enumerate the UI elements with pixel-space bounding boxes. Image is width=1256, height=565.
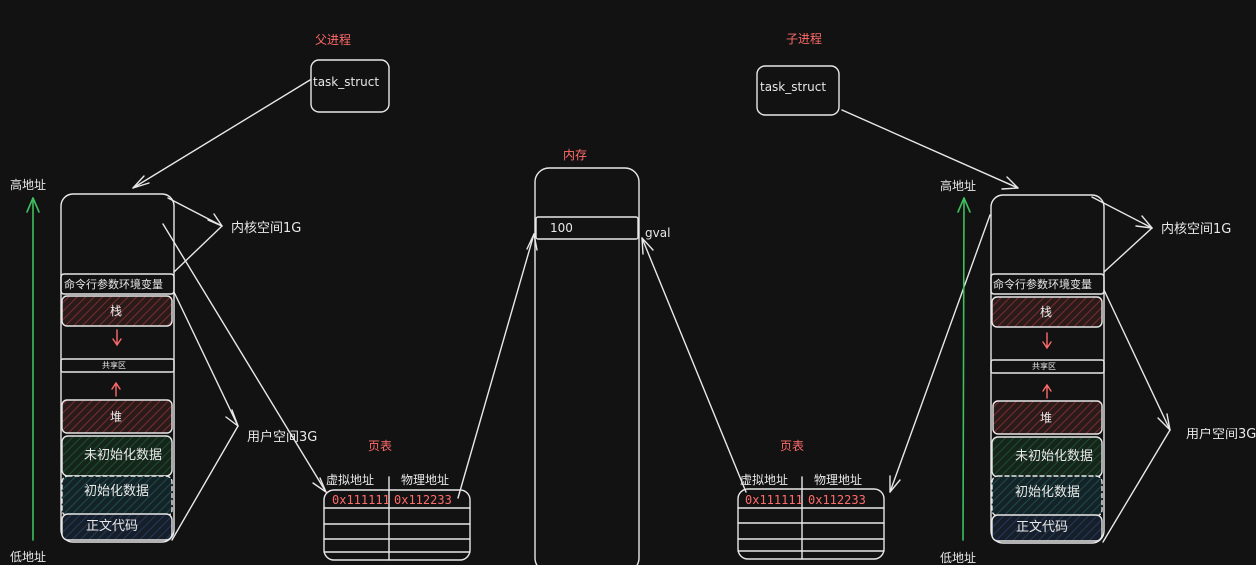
parent-process-title: 父进程 xyxy=(315,33,352,47)
child-heap-segment xyxy=(992,400,1103,435)
child-address-direction-arrow xyxy=(962,197,965,541)
arrow-task-to-child-space xyxy=(841,109,1019,189)
arrow-parent-to-pagetable xyxy=(162,223,327,493)
memory-group xyxy=(534,167,640,565)
parent-virtual-address: 0x111111 xyxy=(332,493,390,507)
arrow-parent-kernel xyxy=(167,197,223,227)
arrow-parent-pagetable-to-memory xyxy=(457,233,535,499)
parent-task-struct-box xyxy=(310,59,390,113)
parent-shared-segment xyxy=(60,358,175,373)
child-bss-label: 未初始化数据 xyxy=(1015,449,1094,464)
parent-env-label: 命令行参数环境变量 xyxy=(64,278,163,291)
child-process-group xyxy=(641,65,1171,560)
child-stack-label: 栈 xyxy=(1040,305,1053,319)
parent-heap-segment xyxy=(61,399,173,434)
parent-virtual-col-header: 虚拟地址 xyxy=(326,473,375,487)
parent-page-table-title: 页表 xyxy=(368,439,393,453)
child-env-label: 命令行参数环境变量 xyxy=(993,278,1092,291)
child-page-table-title: 页表 xyxy=(780,439,805,453)
parent-kernel-space-label: 内核空间1G xyxy=(231,221,302,236)
arrow-child-kernel xyxy=(1091,196,1153,229)
child-virtual-col-header: 虚拟地址 xyxy=(740,473,789,487)
parent-process-group xyxy=(60,59,538,561)
parent-stack-label: 栈 xyxy=(110,304,123,318)
child-low-address-label: 低地址 xyxy=(940,551,977,565)
child-shared-segment xyxy=(990,359,1105,374)
child-text-label: 正文代码 xyxy=(1016,520,1069,535)
child-page-table xyxy=(737,488,885,560)
child-task-struct-box xyxy=(756,65,840,116)
arrow-child-kernel-bottom xyxy=(1103,227,1153,273)
arrow-child-user-top xyxy=(1103,289,1171,431)
parent-bss-label: 未初始化数据 xyxy=(84,448,163,463)
arrow-child-user-bottom xyxy=(1102,429,1171,543)
child-data-label: 初始化数据 xyxy=(1015,485,1081,500)
parent-shared-label: 共享区 xyxy=(102,361,126,370)
child-heap-label: 堆 xyxy=(1040,411,1053,425)
parent-physical-col-header: 物理地址 xyxy=(401,473,450,487)
parent-stack-segment xyxy=(61,295,173,327)
child-heap-grow-arrow xyxy=(1042,383,1052,399)
parent-high-address-label: 高地址 xyxy=(10,178,47,192)
parent-heap-label: 堆 xyxy=(110,410,123,424)
parent-page-table xyxy=(323,489,471,561)
parent-heap-grow-arrow xyxy=(111,381,121,397)
arrow-task-to-parent-space xyxy=(132,79,311,189)
child-process-title: 子进程 xyxy=(786,32,823,46)
child-virtual-address: 0x111111 xyxy=(745,493,803,507)
arrow-parent-user-top xyxy=(173,291,239,427)
parent-physical-address: 0x112233 xyxy=(394,493,452,507)
child-kernel-space-label: 内核空间1G xyxy=(1161,222,1232,237)
arrow-child-pagetable-to-memory xyxy=(641,237,747,493)
parent-stack-grow-arrow xyxy=(112,329,122,347)
memory-cell-gval xyxy=(535,216,639,240)
memory-variable-label: gval xyxy=(645,226,671,240)
parent-data-label: 初始化数据 xyxy=(84,484,150,499)
parent-text-label: 正文代码 xyxy=(86,519,139,534)
child-stack-segment xyxy=(991,296,1103,328)
memory-box xyxy=(534,167,640,565)
child-physical-col-header: 物理地址 xyxy=(814,473,863,487)
child-task-struct-label: task_struct xyxy=(760,80,827,94)
parent-text-segment xyxy=(61,513,173,541)
memory-value: 100 xyxy=(550,221,573,235)
parent-task-struct-label: task_struct xyxy=(313,75,380,89)
parent-user-space-label: 用户空间3G xyxy=(247,430,318,445)
child-env-segment xyxy=(990,273,1105,295)
arrow-parent-user-bottom xyxy=(171,425,239,541)
child-user-space-label: 用户空间3G xyxy=(1186,428,1256,441)
arrow-child-to-pagetable xyxy=(889,214,991,493)
child-physical-address: 0x112233 xyxy=(808,493,866,507)
arrow-parent-kernel-bottom xyxy=(173,225,223,273)
parent-low-address-label: 低地址 xyxy=(10,550,47,564)
child-text-segment xyxy=(991,514,1103,542)
parent-env-segment xyxy=(60,273,175,295)
child-high-address-label: 高地址 xyxy=(940,179,977,193)
child-stack-grow-arrow xyxy=(1042,332,1052,350)
memory-title: 内存 xyxy=(563,148,588,162)
child-shared-label: 共享区 xyxy=(1032,362,1056,371)
